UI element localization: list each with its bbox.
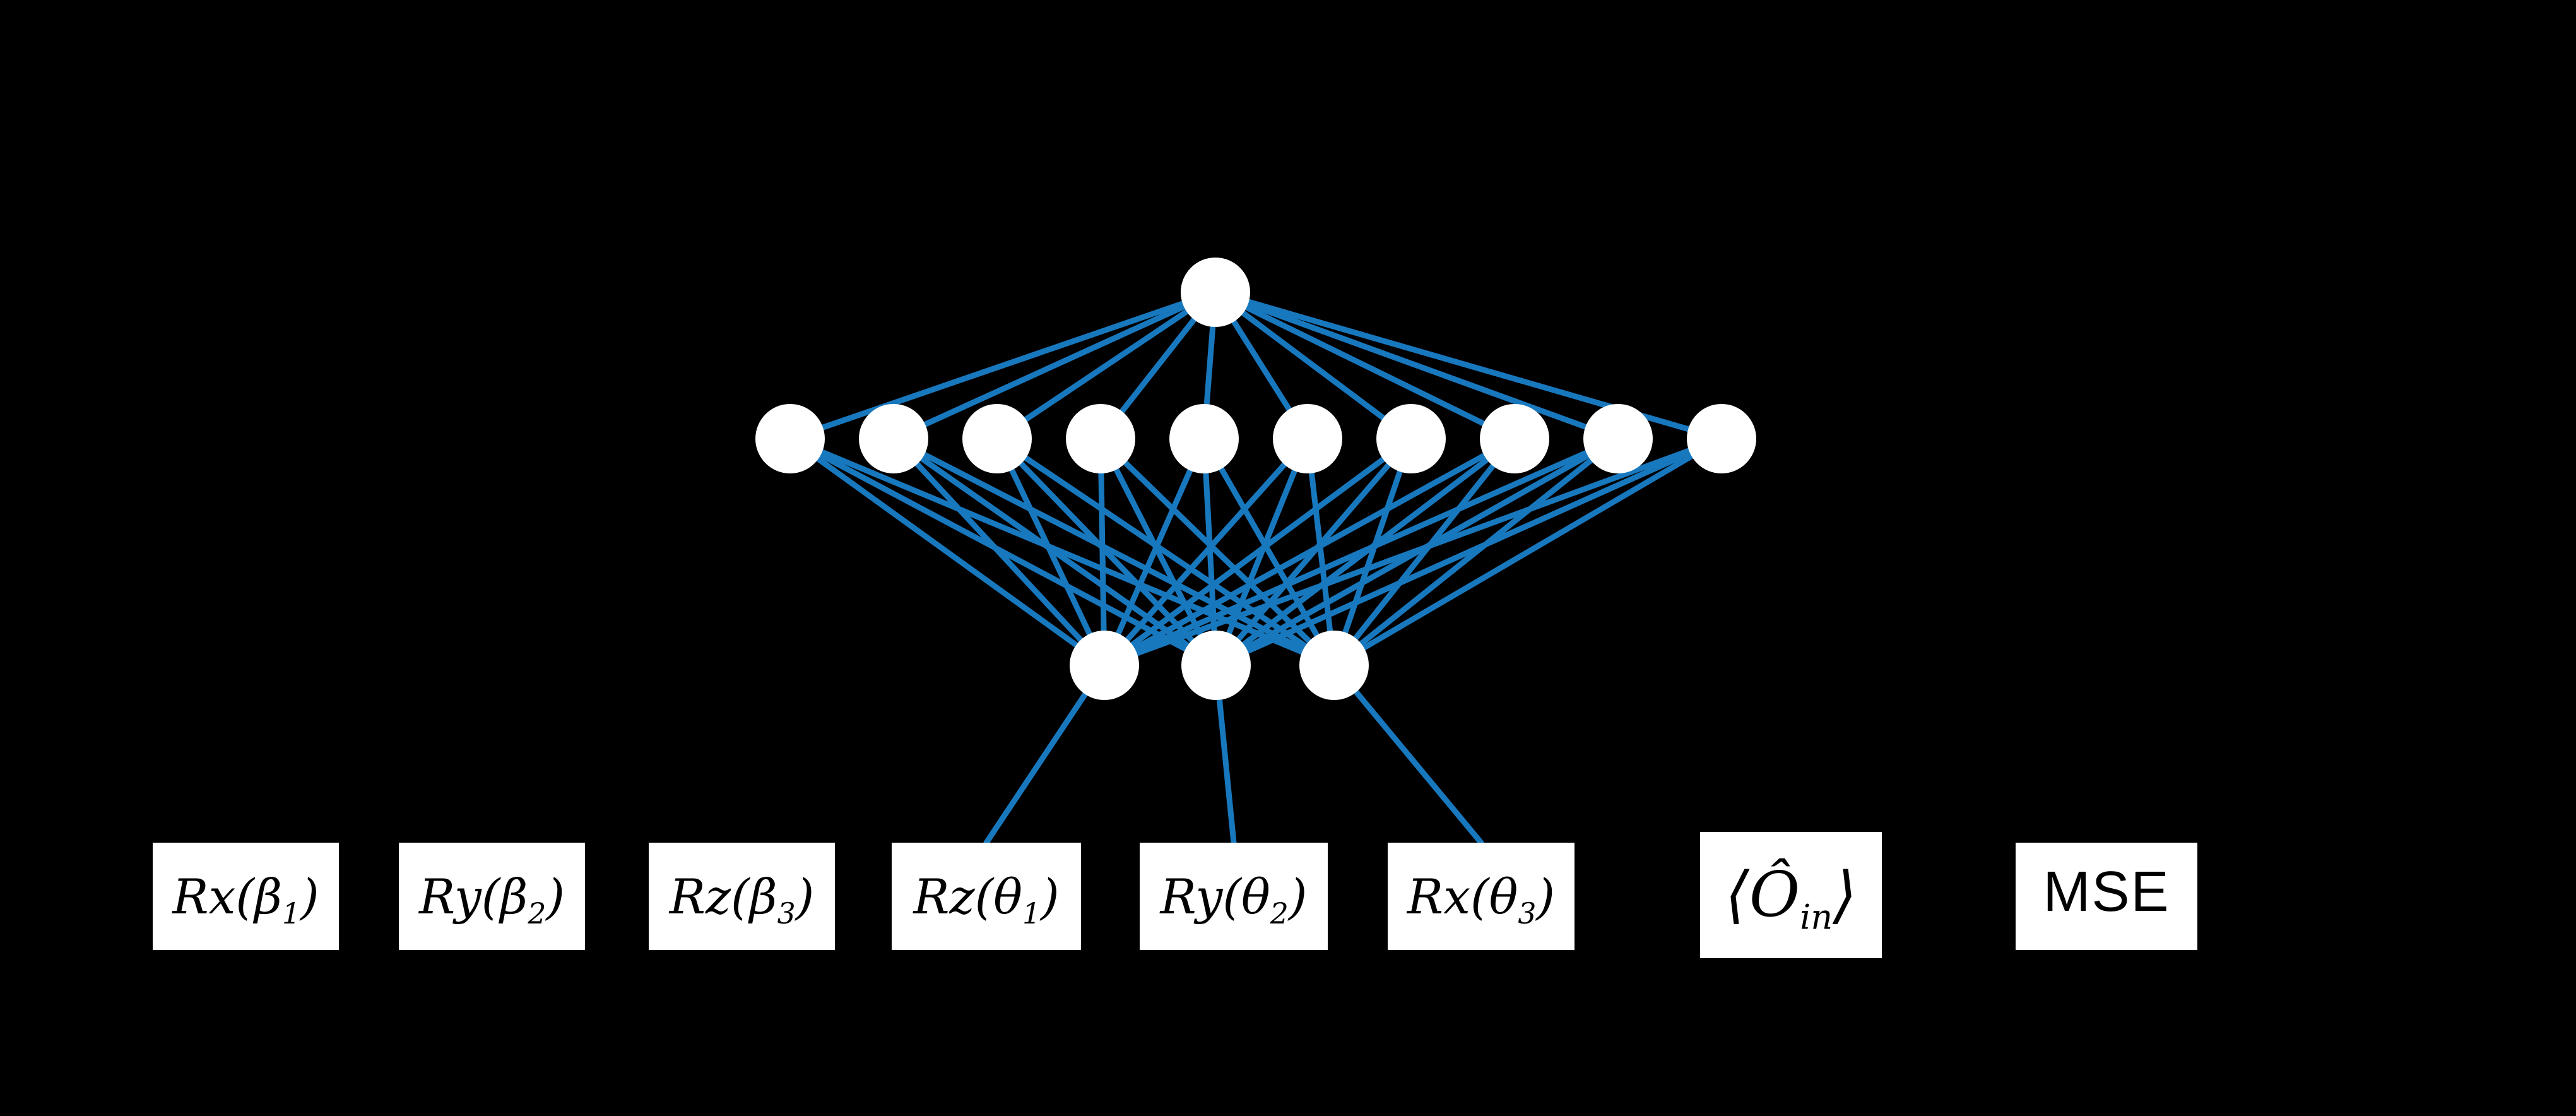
output-layer-node — [1181, 258, 1250, 327]
hidden-layer-node — [1066, 404, 1135, 473]
edge — [1331, 436, 1725, 668]
gate-label: Rx(β1) — [172, 868, 319, 930]
gate-box-rz-beta3: Rz(β3) — [649, 843, 835, 950]
edge — [1101, 436, 1207, 668]
edge — [1213, 436, 1725, 668]
mse-box: MSE — [2016, 843, 2197, 950]
edge — [1212, 289, 1518, 442]
edge — [1331, 436, 1518, 668]
gate-label: Ry(β2) — [418, 868, 565, 930]
edge — [787, 289, 1219, 442]
hidden-layer-node — [859, 404, 928, 473]
edge — [890, 436, 1219, 668]
hidden-layer-node — [1687, 404, 1756, 473]
edge — [983, 662, 1108, 846]
edge — [994, 289, 1219, 442]
hidden-layer-node — [1273, 404, 1342, 473]
hidden-layer-node — [755, 404, 825, 473]
edge — [1101, 436, 1725, 668]
edge — [1101, 436, 1311, 668]
gate-label: Rz(θ1) — [913, 868, 1060, 930]
edge — [890, 436, 1337, 668]
hidden-layer-node — [1169, 404, 1239, 473]
edge — [1097, 436, 1108, 668]
expectation-box: ⟨Ôin⟩ — [1700, 832, 1882, 958]
edge — [1331, 436, 1621, 668]
expectation-label: ⟨Ôin⟩ — [1725, 859, 1857, 937]
hidden-layer-node — [962, 404, 1032, 473]
edge — [1212, 289, 1414, 442]
gate-box-rx-beta1: Rx(β1) — [153, 843, 339, 950]
gate-box-rz-theta1: Rz(θ1) — [892, 843, 1081, 950]
edge — [1101, 436, 1518, 668]
edge — [1304, 436, 1337, 668]
edge — [787, 436, 1108, 668]
edge — [787, 436, 1219, 668]
gate-label: Ry(θ2) — [1160, 868, 1308, 930]
edge — [1331, 662, 1484, 846]
edge — [890, 289, 1219, 442]
edge — [1331, 436, 1414, 668]
edge — [890, 436, 1108, 668]
edge — [994, 436, 1108, 668]
edge — [787, 436, 1337, 668]
input-layer-node — [1181, 631, 1251, 700]
edge — [994, 436, 1219, 668]
edge — [1101, 436, 1414, 668]
gate-label: Rx(θ3) — [1407, 868, 1556, 930]
gate-box-ry-beta2: Ry(β2) — [399, 843, 585, 950]
gate-label: Rz(β3) — [669, 868, 815, 930]
edge — [1101, 436, 1621, 668]
hidden-layer-node — [1480, 404, 1549, 473]
hidden-layer-node — [1376, 404, 1446, 473]
input-layer-node — [1299, 631, 1369, 700]
gate-box-ry-theta2: Ry(θ2) — [1140, 843, 1328, 950]
edge — [1201, 436, 1337, 668]
input-layer-node — [1070, 631, 1139, 700]
mse-label: MSE — [2043, 860, 2170, 923]
gate-box-rx-theta3: Rx(θ3) — [1388, 843, 1575, 950]
edge — [1212, 289, 1621, 442]
hidden-layer-node — [1583, 404, 1653, 473]
